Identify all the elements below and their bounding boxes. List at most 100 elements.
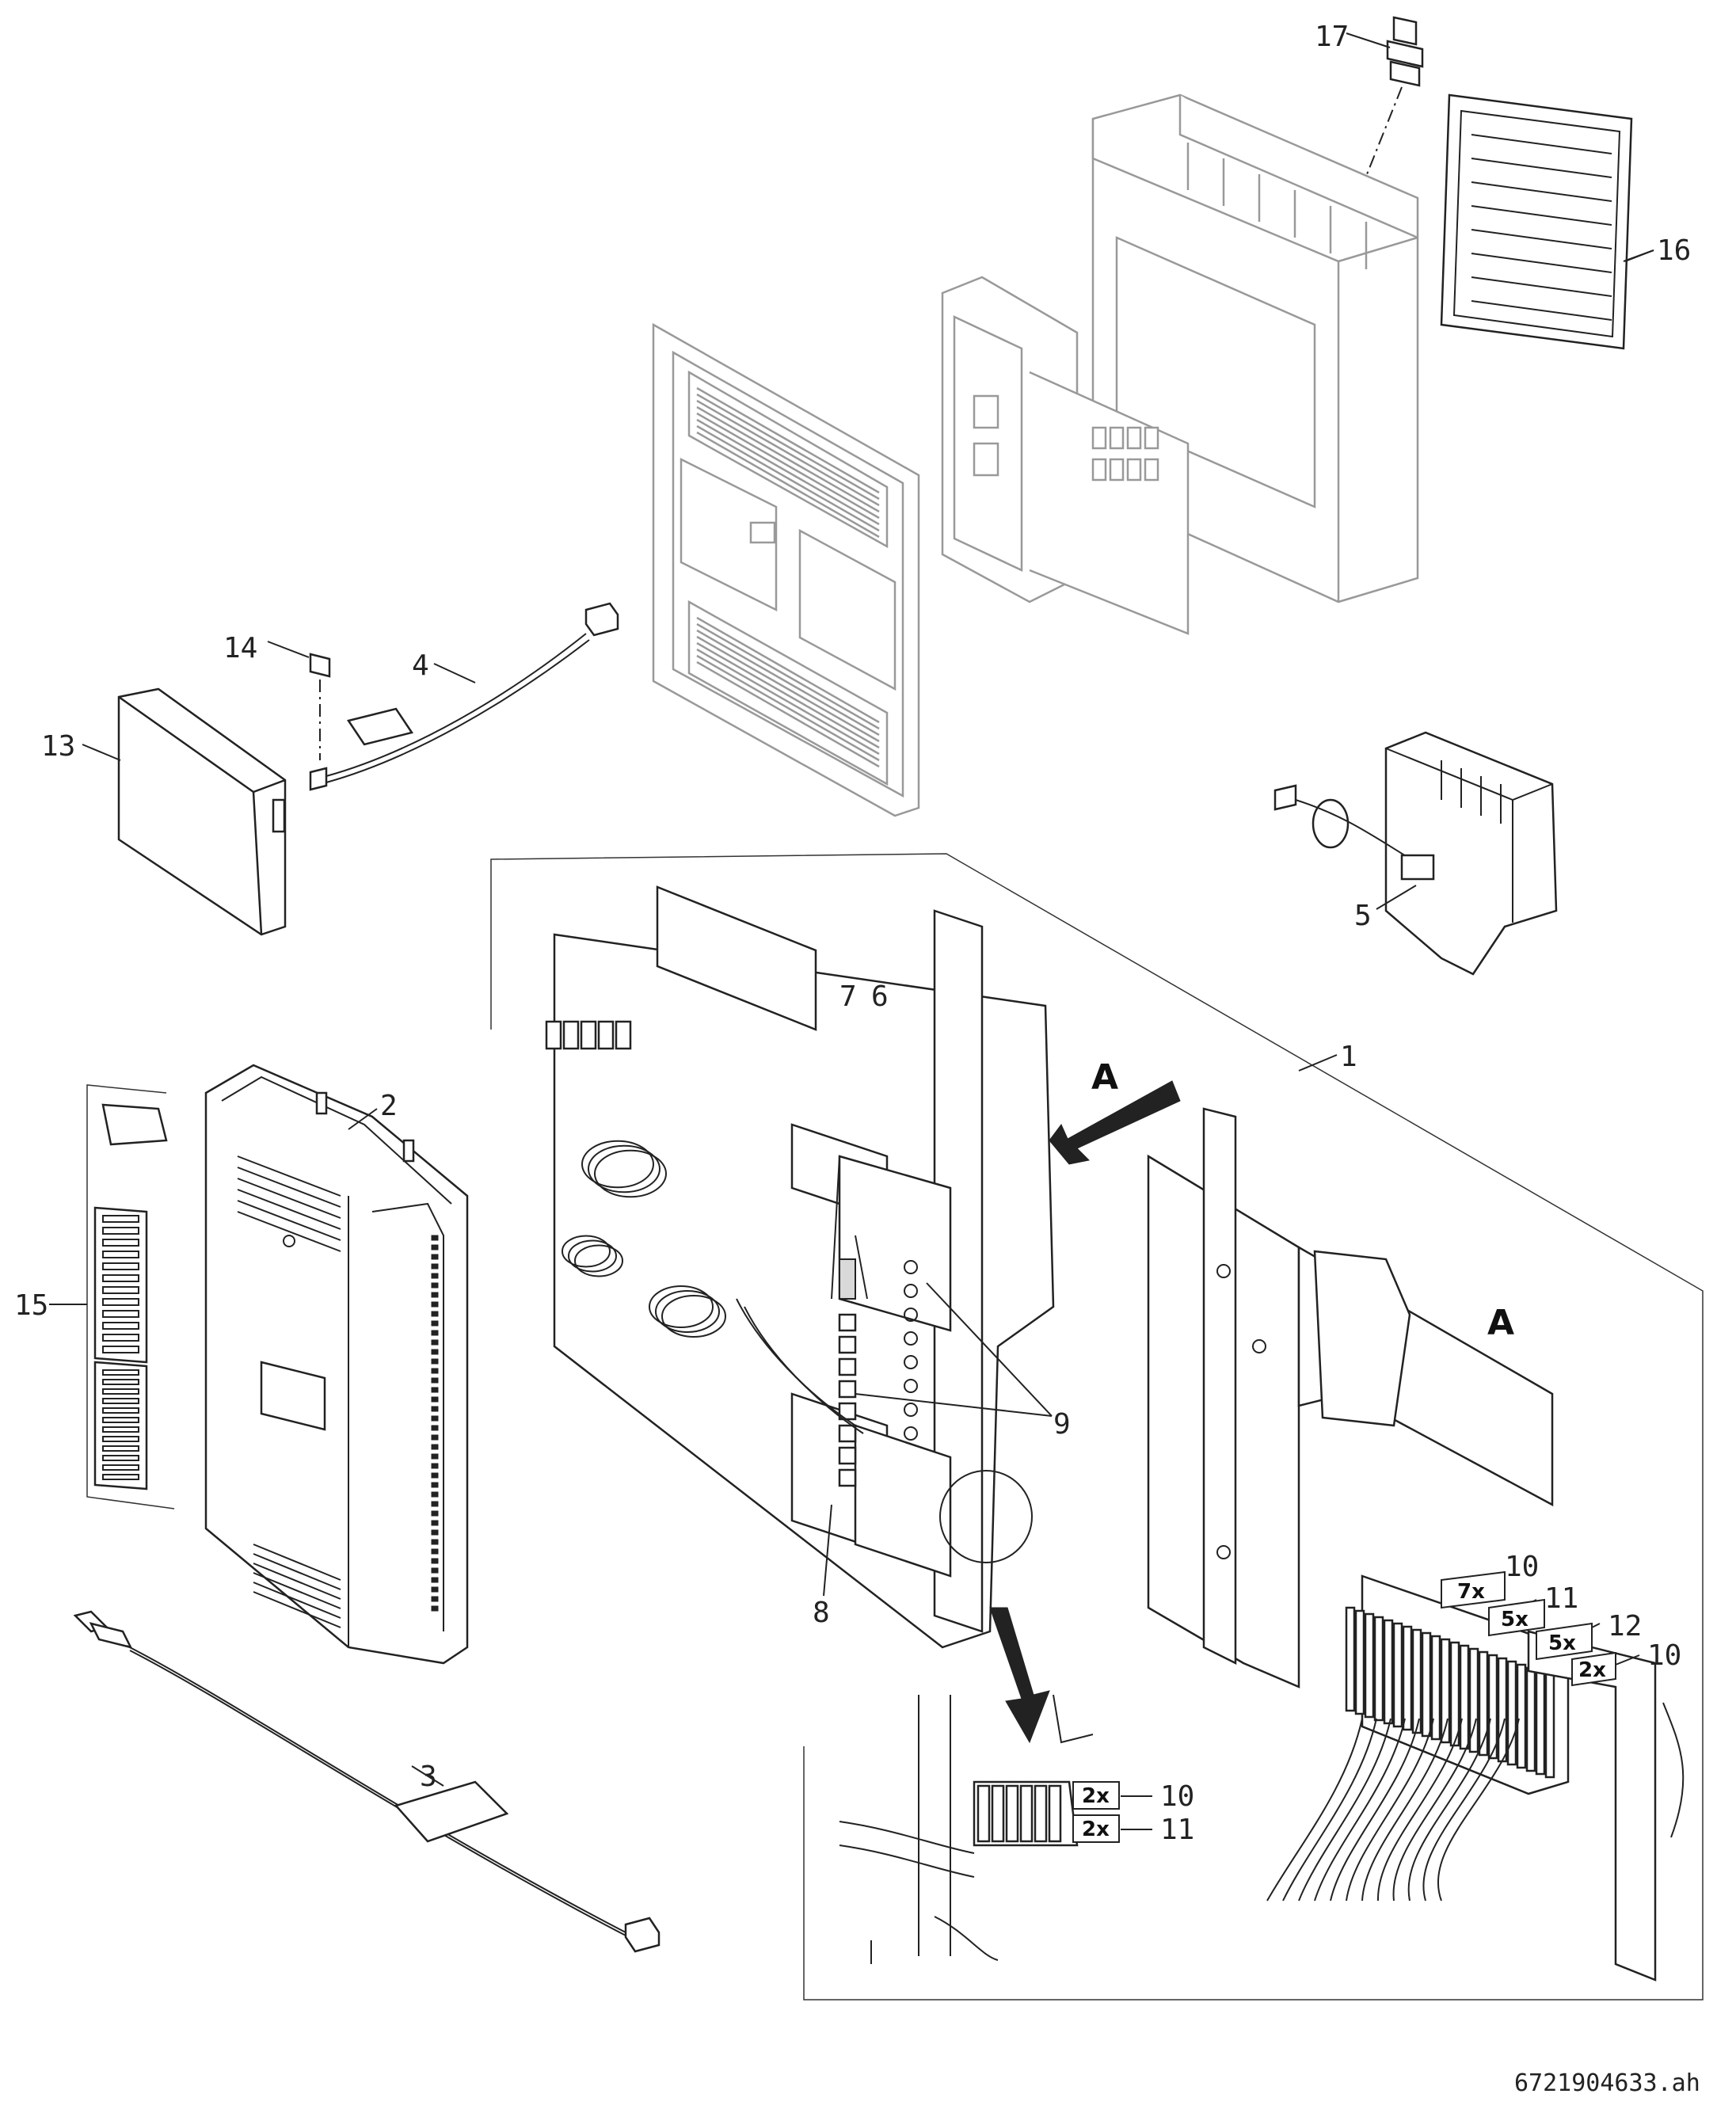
din-terminal <box>1440 1638 1451 1744</box>
cover-vent <box>253 1572 341 1609</box>
plug-tooth <box>102 1227 139 1235</box>
grille-slat <box>1471 276 1612 297</box>
wire <box>1282 1718 1377 1902</box>
plug-tooth <box>102 1388 139 1395</box>
din-terminal <box>1506 1660 1517 1766</box>
cover-slot <box>431 1406 439 1412</box>
terminal-plugs-15 <box>49 1084 175 1509</box>
cover-slot <box>431 1548 439 1555</box>
panel-louvre <box>696 616 880 724</box>
plug-tooth <box>102 1407 139 1414</box>
grille-slat <box>1471 300 1612 321</box>
wire <box>1376 1718 1463 1902</box>
lower-terminal <box>976 1784 991 1843</box>
pcb-screw <box>904 1403 918 1417</box>
cover-slot <box>431 1605 439 1612</box>
vent-grille-16 <box>1440 93 1654 350</box>
label-10-c: 10 <box>1160 1780 1194 1813</box>
plug-tooth <box>102 1398 139 1404</box>
grille-slat <box>1471 134 1612 154</box>
module-terminal <box>1091 426 1107 450</box>
plug-tooth <box>102 1417 139 1423</box>
label-6: 6 <box>871 980 889 1013</box>
lower-terminal <box>1034 1784 1048 1843</box>
cover-slot <box>431 1453 439 1460</box>
cover-slot <box>431 1444 439 1450</box>
cover-vent <box>253 1544 341 1581</box>
label-5: 5 <box>1354 900 1372 932</box>
plug-tooth <box>102 1436 139 1442</box>
din-terminal <box>1411 1628 1422 1734</box>
cover-slot <box>431 1387 439 1393</box>
pcb-relay <box>562 1020 580 1050</box>
plug-tooth <box>102 1251 139 1258</box>
cover-slot <box>431 1273 439 1279</box>
assembly-1-frame <box>490 853 1704 2001</box>
cable-box-5 <box>1273 731 1558 976</box>
tag-7x: 7x <box>1441 1570 1506 1609</box>
tag-5x-b: 5x <box>1536 1622 1593 1661</box>
module-terminal <box>1126 458 1142 482</box>
wire <box>1422 1718 1506 1902</box>
cover-slot <box>431 1320 439 1327</box>
cover-slot <box>431 1349 439 1355</box>
wire <box>1437 1718 1520 1902</box>
tag-2x-a: 2x <box>1571 1651 1616 1687</box>
panel-louvre <box>696 622 880 730</box>
pcb-terminal <box>838 1468 857 1487</box>
coil-winding <box>574 1244 623 1277</box>
label-11-a: 11 <box>1544 1582 1578 1615</box>
pcb-relay <box>545 1020 562 1050</box>
cover-vent <box>253 1582 341 1619</box>
pcb-screw <box>904 1355 918 1369</box>
cover-slot <box>431 1501 439 1507</box>
label-13: 13 <box>41 730 75 763</box>
pcb-relay <box>580 1020 597 1050</box>
detail-A <box>1147 1107 1685 1981</box>
din-terminal <box>1373 1616 1384 1722</box>
wire <box>1392 1718 1477 1902</box>
pcb-terminal <box>838 1380 857 1399</box>
coil-winding <box>594 1149 667 1198</box>
quantity-tags: 7x 5x 5x 2x 2x 2x <box>1072 1570 1616 1843</box>
cover-vent <box>237 1189 341 1230</box>
plug-tooth <box>102 1379 139 1385</box>
din-terminal <box>1535 1669 1546 1776</box>
module-terminal <box>1109 458 1125 482</box>
cover-slot <box>431 1235 439 1241</box>
grille-slat <box>1471 158 1612 178</box>
cover-slot <box>431 1567 439 1574</box>
coil-winding <box>655 1290 720 1333</box>
din-terminal <box>1402 1625 1413 1731</box>
wire <box>1346 1718 1434 1902</box>
din-terminal <box>1516 1663 1527 1769</box>
cover-slot <box>431 1539 439 1545</box>
view-label-A-main: A <box>1091 1057 1118 1098</box>
label-2: 2 <box>380 1090 398 1122</box>
cover-slot <box>431 1282 439 1289</box>
lower-terminal <box>1019 1784 1034 1843</box>
din-terminal <box>1459 1644 1470 1750</box>
cover-vent <box>253 1563 341 1600</box>
grille-slat <box>1471 181 1612 202</box>
panel-louvre <box>696 648 880 756</box>
pcb-screw <box>904 1379 918 1393</box>
din-terminal <box>1354 1609 1365 1715</box>
panel-louvre <box>696 641 880 749</box>
cover-slot <box>431 1463 439 1469</box>
panel-louvre <box>696 405 880 513</box>
din-terminal <box>1345 1606 1356 1712</box>
panel-louvre <box>696 629 880 737</box>
cover-slot <box>431 1558 439 1564</box>
wire <box>1314 1718 1406 1902</box>
label-1: 1 <box>1340 1041 1357 1073</box>
panel-louvre <box>696 654 880 762</box>
view-arrow-down <box>989 1607 1050 1744</box>
front-panel <box>652 322 920 817</box>
coil-winding <box>568 1239 617 1273</box>
tag-2x-c: 2x <box>1072 1814 1120 1843</box>
din-terminal <box>1525 1666 1536 1772</box>
grille-slat <box>1471 205 1612 226</box>
label-7: 7 <box>839 980 857 1013</box>
